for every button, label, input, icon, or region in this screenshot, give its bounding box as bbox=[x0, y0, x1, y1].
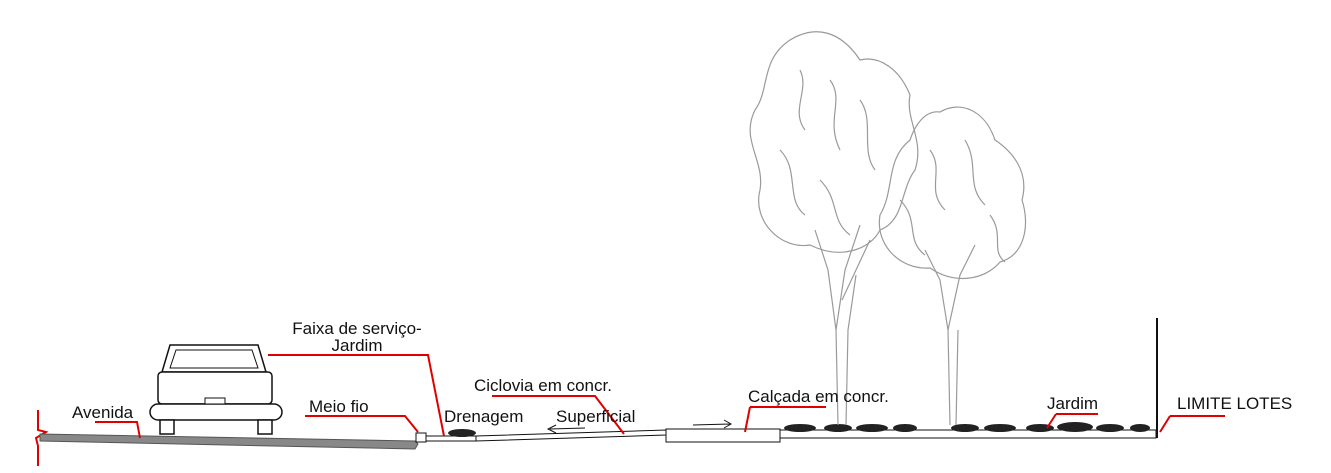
label-jardim: Jardim bbox=[1047, 394, 1099, 413]
shrub-group bbox=[448, 422, 1150, 437]
label-faixa-line2: Jardim bbox=[331, 336, 383, 355]
leader-meio-fio bbox=[305, 415, 419, 433]
road-surface bbox=[39, 433, 419, 450]
label-faixa-servico: Faixa de serviço- Jardim bbox=[272, 320, 442, 354]
leader-faixa bbox=[268, 354, 445, 437]
drainage-block bbox=[665, 428, 781, 443]
leader-avenida bbox=[95, 421, 141, 439]
curb bbox=[415, 432, 427, 443]
slope-arrow-left bbox=[546, 424, 586, 434]
leader-ciclovia bbox=[492, 395, 625, 435]
leader-calcada bbox=[744, 406, 826, 433]
service-strip bbox=[425, 435, 477, 442]
slope-arrow-right bbox=[692, 419, 733, 429]
label-faixa-line1: Faixa de serviço- bbox=[292, 319, 422, 338]
label-superficial: Superficial bbox=[556, 407, 636, 426]
label-limite-lotes: LIMITE LOTES bbox=[1177, 394, 1293, 413]
label-ciclovia: Ciclovia em concr. bbox=[474, 376, 612, 395]
car bbox=[149, 344, 283, 435]
leader-jardim bbox=[1046, 413, 1098, 429]
label-meio-fio: Meio fio bbox=[309, 397, 369, 416]
tree-left bbox=[749, 31, 919, 426]
label-avenida: Avenida bbox=[72, 403, 134, 422]
leader-lines bbox=[95, 354, 1225, 439]
tree-right bbox=[878, 106, 1027, 426]
bike-lane-slab bbox=[475, 429, 667, 442]
label-calcada: Calçada em concr. bbox=[748, 387, 889, 406]
leader-limite bbox=[1159, 415, 1225, 433]
label-drenagem: Drenagem bbox=[444, 407, 524, 426]
